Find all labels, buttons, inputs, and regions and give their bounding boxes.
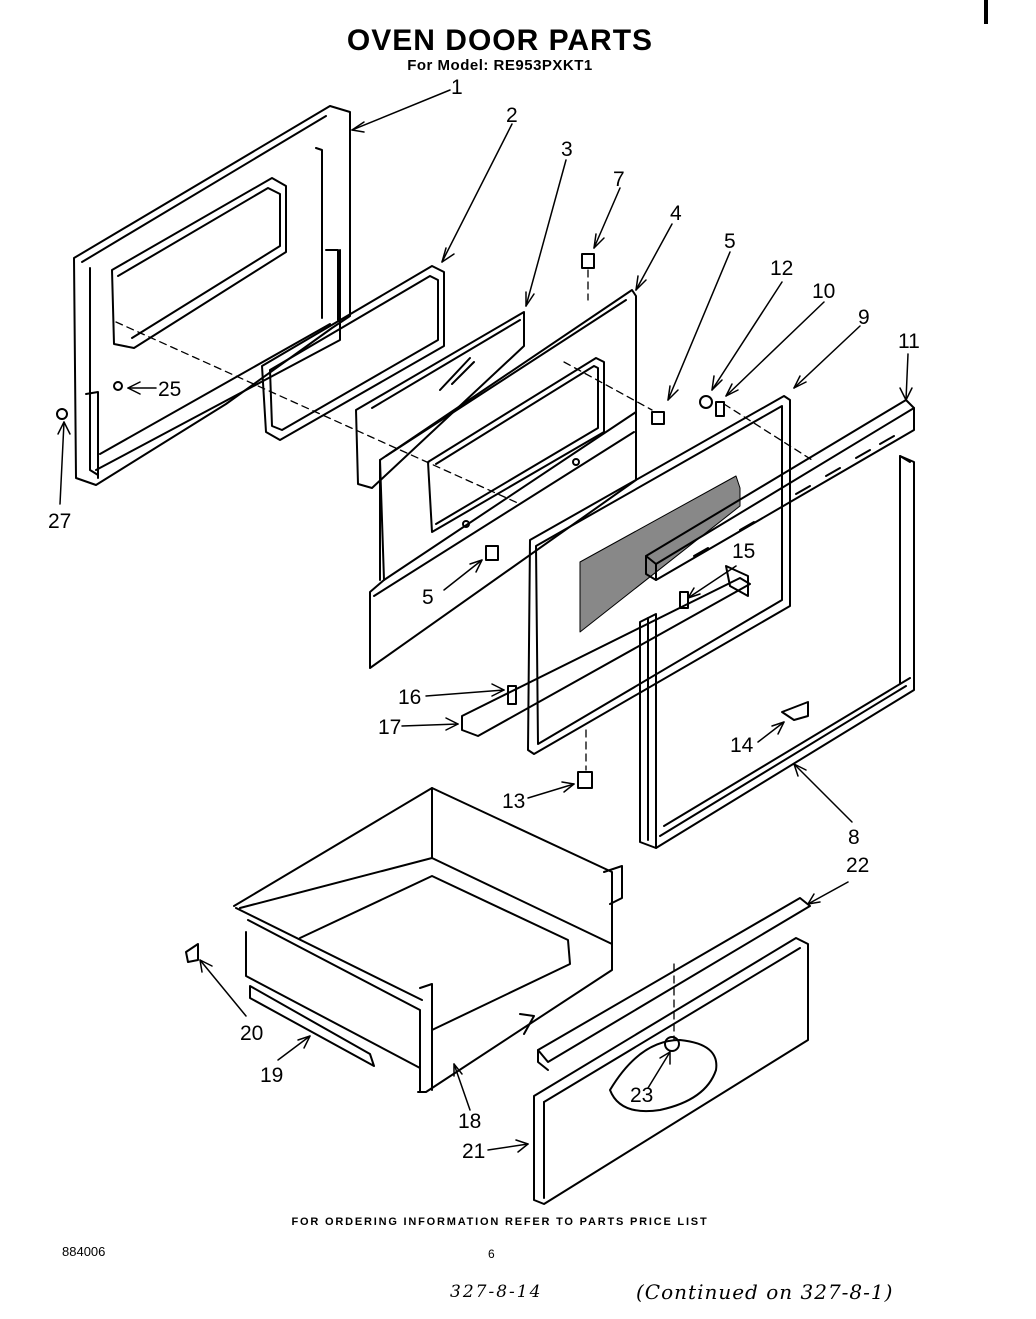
part-7-clip [581, 253, 595, 269]
part-23-nut [664, 1036, 680, 1052]
part-10-spacer [715, 401, 725, 417]
part-9-window-frame [527, 395, 791, 755]
callout-8: 8 [848, 826, 860, 849]
callout-1: 1 [451, 76, 463, 99]
callout-5-upper: 5 [724, 230, 736, 253]
part-5-clip-lower [485, 545, 499, 561]
part-22-trim [537, 897, 811, 1071]
callout-leaders [57, 89, 913, 1153]
page-number: 6 [488, 1247, 495, 1261]
part-21-drawer-front [533, 937, 809, 1205]
alignment-lines [115, 269, 813, 1041]
callout-3: 3 [561, 138, 573, 161]
part-17-hinge-bracket [461, 565, 751, 737]
part-1-outer-door-panel [73, 105, 351, 486]
part-14-bracket [781, 701, 809, 721]
callout-4: 4 [670, 202, 682, 225]
callout-27: 27 [48, 510, 71, 533]
callout-15: 15 [732, 540, 755, 563]
part-13-hinge [577, 771, 593, 789]
callout-21: 21 [462, 1140, 485, 1163]
page-title: OVEN DOOR PARTS [346, 24, 654, 57]
callout-12: 12 [770, 257, 793, 280]
callout-5-lower: 5 [422, 586, 434, 609]
part-20-roller [185, 943, 199, 963]
callout-9: 9 [858, 306, 870, 329]
part-5-clip-upper [651, 411, 665, 425]
part-19-drawer-rail [249, 985, 375, 1067]
callout-14: 14 [730, 734, 754, 757]
callout-7: 7 [613, 168, 625, 191]
callout-22: 22 [846, 854, 869, 877]
part-27-bumper [56, 408, 68, 420]
part-18-storage-drawer [233, 787, 623, 1093]
ordering-note: FOR ORDERING INFORMATION REFER TO PARTS … [291, 1216, 709, 1228]
callout-16: 16 [398, 686, 421, 709]
callout-11: 11 [898, 330, 920, 353]
callout-20: 20 [240, 1022, 263, 1045]
handwritten-continued-note: (Continued on 327-8-1) [636, 1280, 894, 1304]
callout-10: 10 [812, 280, 835, 303]
handwritten-reference: 327-8-14 [450, 1282, 543, 1302]
callout-17: 17 [378, 716, 401, 739]
callout-19: 19 [260, 1064, 283, 1087]
callout-labels: 1 2 3 7 4 5 12 10 9 11 25 27 5 15 16 17 … [48, 76, 920, 1163]
part-3-window-glass [355, 311, 525, 489]
callout-23: 23 [630, 1084, 653, 1107]
part-12-nut [699, 395, 713, 409]
part-11-vent-channel [645, 399, 915, 581]
callout-13: 13 [502, 790, 525, 813]
part-15-clip [679, 591, 689, 609]
callout-2: 2 [506, 104, 518, 127]
scan-edge-mark [984, 0, 988, 24]
document-code: 884006 [62, 1244, 106, 1259]
part-16-clip [507, 685, 517, 705]
part-8-door-frame [639, 455, 915, 849]
part-2-door-gasket [261, 265, 445, 441]
small-hardware-parts [56, 253, 809, 1052]
part-4-inner-door-panel [369, 289, 637, 669]
model-subtitle: For Model: RE953PXKT1 [407, 57, 593, 74]
callout-18: 18 [458, 1110, 481, 1133]
callout-25: 25 [158, 378, 181, 401]
